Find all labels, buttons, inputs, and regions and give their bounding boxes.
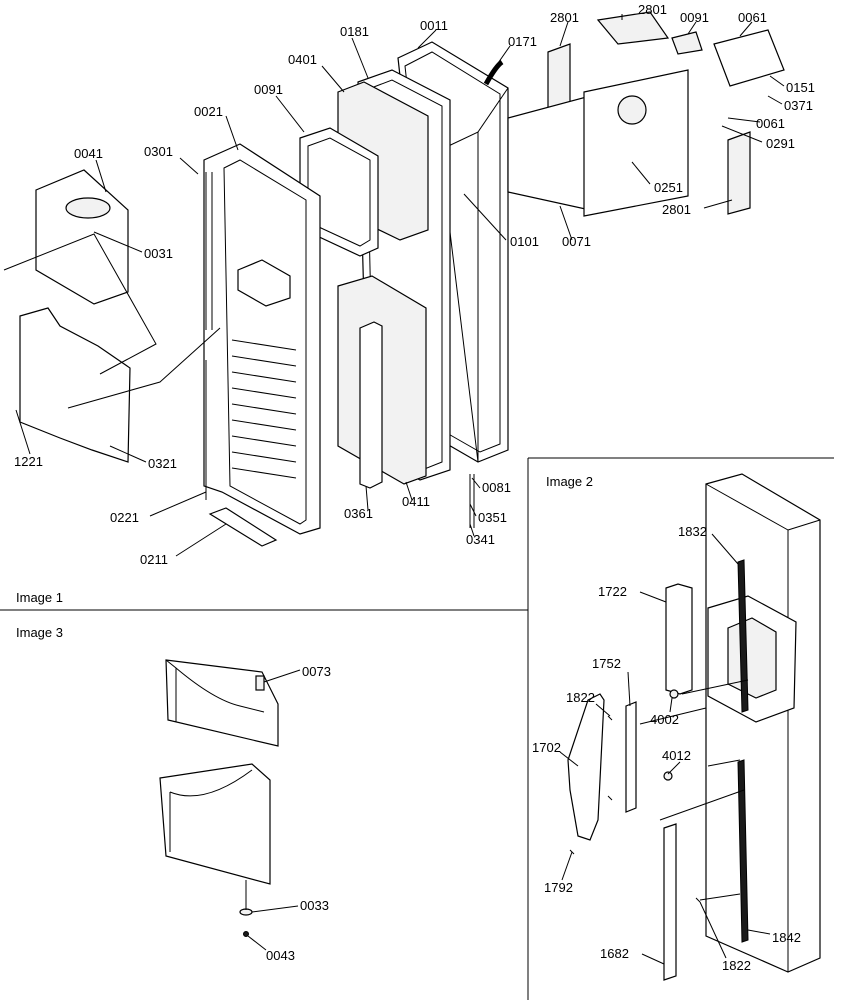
image1-drawing [3, 11, 785, 547]
part-label-0061-a: 0061 [738, 10, 767, 25]
part-label-2801-a: 2801 [550, 10, 579, 25]
part-label-0021: 0021 [194, 104, 223, 119]
part-label-0251: 0251 [654, 180, 683, 195]
part-label-0401: 0401 [288, 52, 317, 67]
part-label-0341: 0341 [466, 532, 495, 547]
part-label-0411: 0411 [402, 494, 430, 509]
part-label-1842: 1842 [772, 930, 801, 945]
part-label-1682: 1682 [600, 946, 629, 961]
screw-0073 [255, 675, 265, 691]
part-label-1792: 1792 [544, 880, 573, 895]
liner-shelves [231, 259, 297, 479]
fan-motor [617, 95, 647, 125]
door-block [705, 473, 821, 973]
cover-lower [159, 763, 271, 885]
part-label-0301: 0301 [144, 144, 173, 159]
part-label-0033: 0033 [300, 898, 329, 913]
screw-0043 [243, 931, 249, 937]
block-2801c [727, 131, 751, 215]
image2-labels: 1832 1722 1752 1822 4002 1702 4012 1792 … [532, 524, 801, 973]
part-label-0151: 0151 [786, 80, 815, 95]
part-label-1822-a: 1822 [566, 690, 595, 705]
part-label-0081: 0081 [482, 480, 511, 495]
section-label-image1: Image 1 [16, 590, 63, 605]
part-label-1752: 1752 [592, 656, 621, 671]
section-label-image2: Image 2 [546, 474, 593, 489]
cover-upper [165, 659, 279, 747]
trim-1842 [737, 759, 749, 943]
housing-0251 [583, 69, 689, 217]
handle-0361 [359, 321, 383, 489]
part-label-0011: 0011 [420, 18, 448, 33]
part-label-1702: 1702 [532, 740, 561, 755]
part-label-0073: 0073 [302, 664, 331, 679]
part-label-0221: 0221 [110, 510, 139, 525]
panel-0071 [507, 95, 591, 211]
part-label-2801-c: 2801 [662, 202, 691, 217]
part-label-0171: 0171 [508, 34, 537, 49]
image3-drawing [159, 659, 279, 937]
part-label-0091-b: 0091 [254, 82, 283, 97]
block-2801b [596, 11, 670, 45]
image2-leaders [559, 533, 771, 965]
part-label-0321: 0321 [148, 456, 177, 471]
part-label-0371: 0371 [784, 98, 813, 113]
part-label-4002: 4002 [650, 712, 679, 727]
part-label-0181: 0181 [340, 24, 369, 39]
section-label-image3: Image 3 [16, 625, 63, 640]
part-label-0061-b: 0061 [756, 116, 785, 131]
part-label-0071: 0071 [562, 234, 591, 249]
trim-1722 [665, 583, 693, 695]
liner-0221 [203, 143, 321, 535]
image1-labels: 0011 0181 0171 2801 2801 0091 0061 0401 … [14, 2, 815, 567]
part-label-0041: 0041 [74, 146, 103, 161]
part-label-1832: 1832 [678, 524, 707, 539]
part-label-1221: 1221 [14, 454, 43, 469]
panel-1682 [663, 823, 677, 981]
part-label-2801-b: 2801 [638, 2, 667, 17]
panel-0321 [19, 307, 131, 463]
image2-drawing [567, 473, 821, 981]
part-label-0291: 0291 [766, 136, 795, 151]
image3-leaders [247, 669, 301, 951]
image3-labels: 0073 0033 0043 [266, 664, 331, 963]
part-label-1822-b: 1822 [722, 958, 751, 973]
part-label-0101: 0101 [510, 234, 539, 249]
part-label-0091-a: 0091 [680, 10, 709, 25]
part-label-0211: 0211 [140, 552, 168, 567]
image1-leaders [15, 14, 785, 557]
part-label-4012: 4012 [662, 748, 691, 763]
bracket-1752 [625, 701, 637, 813]
part-label-1722: 1722 [598, 584, 627, 599]
block-0091b [671, 31, 703, 55]
part-label-0043: 0043 [266, 948, 295, 963]
evap-box-0041 [35, 169, 129, 305]
part-label-0361: 0361 [344, 506, 373, 521]
trim-1832 [737, 559, 749, 713]
part-label-0351: 0351 [478, 510, 507, 525]
part-label-0031: 0031 [144, 246, 173, 261]
bracket-1702 [567, 693, 605, 841]
module-0061 [713, 29, 785, 87]
